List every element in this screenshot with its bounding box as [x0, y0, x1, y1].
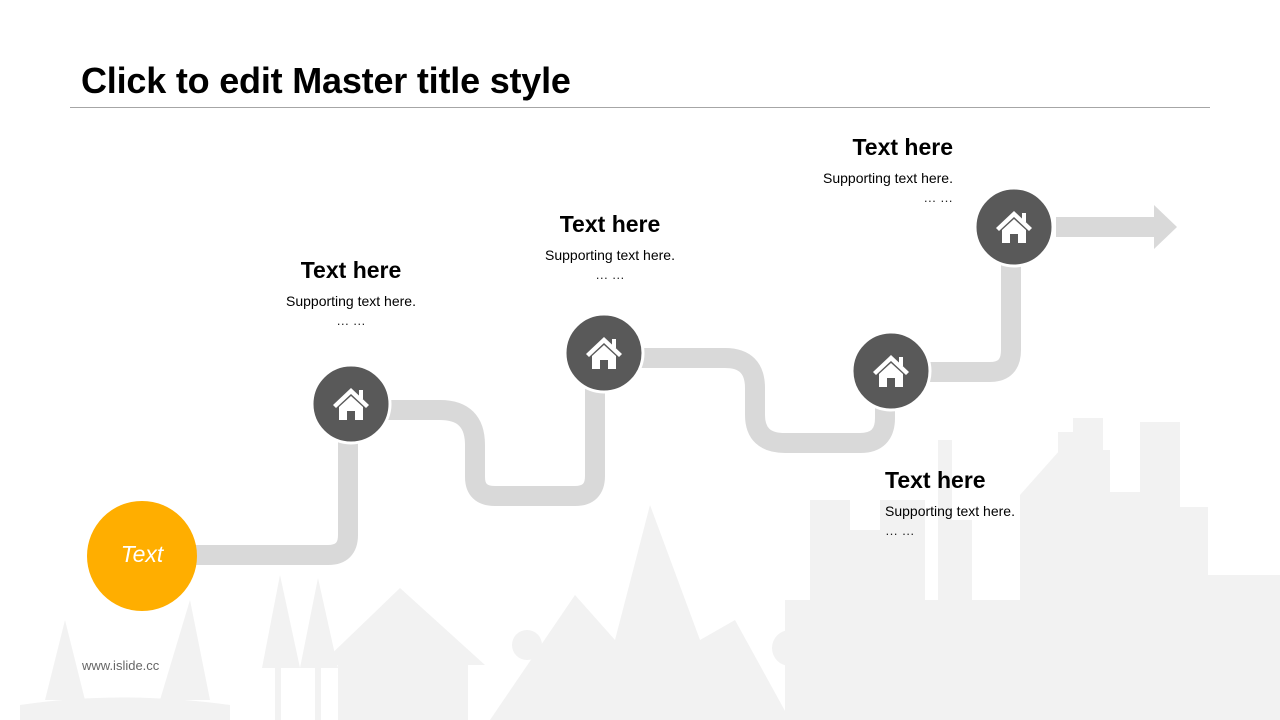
step-label-4: Text here Supporting text here. … …	[783, 133, 953, 206]
website-watermark: www.islide.cc	[82, 658, 160, 673]
step-heading[interactable]: Text here	[300, 257, 402, 283]
skyline-background	[20, 418, 1280, 720]
step-supporting-text[interactable]: Supporting text here.	[823, 170, 953, 186]
step-supporting-text[interactable]: Supporting text here.	[885, 503, 1015, 519]
home-icon	[333, 388, 369, 420]
step-ellipsis: … …	[595, 267, 625, 282]
step-supporting-text[interactable]: Supporting text here.	[286, 293, 416, 309]
slide-title[interactable]: Click to edit Master title style	[81, 60, 571, 101]
step-ellipsis: … …	[885, 523, 915, 538]
home-icon	[996, 211, 1032, 243]
step-label-2: Text here Supporting text here. … …	[530, 210, 690, 283]
start-node	[87, 501, 197, 611]
arrow-right-icon	[1056, 205, 1177, 249]
step-heading[interactable]: Text here	[852, 134, 953, 160]
step-label-1: Text here Supporting text here. … …	[271, 256, 431, 329]
home-icon	[873, 355, 909, 387]
step-label-3: Text here Supporting text here. … …	[885, 466, 1055, 539]
home-icon	[586, 337, 622, 369]
title-divider	[70, 107, 1210, 108]
step-ellipsis: … …	[923, 190, 953, 205]
start-label[interactable]: Text	[120, 541, 164, 567]
step-heading[interactable]: Text here	[559, 211, 661, 237]
step-supporting-text[interactable]: Supporting text here.	[545, 247, 675, 263]
step-heading[interactable]: Text here	[885, 467, 986, 493]
step-ellipsis: … …	[336, 313, 366, 328]
